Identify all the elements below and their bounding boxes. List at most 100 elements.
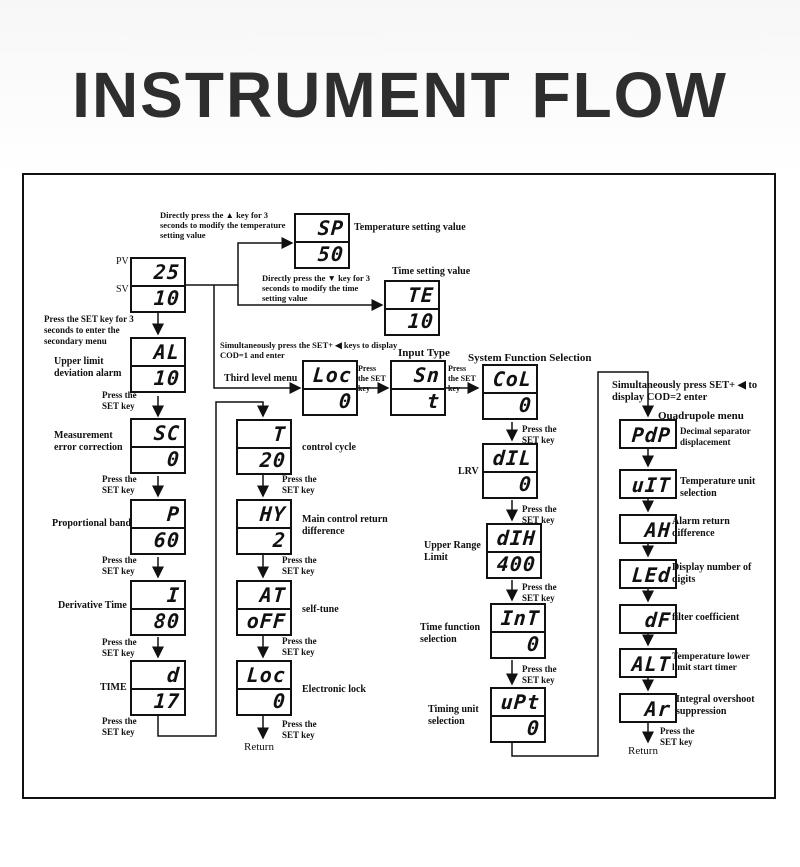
p-value: 60: [153, 528, 181, 552]
p-description: Proportional band: [52, 518, 131, 529]
i-description: Derivative Time: [58, 600, 127, 611]
dih-display: dIH 400: [486, 523, 542, 579]
df-code: dF: [644, 608, 672, 632]
te-value: 10: [407, 309, 435, 333]
dil-code: dIL: [492, 446, 533, 470]
sn-code: Sn: [413, 363, 441, 387]
sv-label: SV: [116, 284, 129, 295]
input-type-label: Input Type: [398, 347, 450, 359]
press-set-16: Press the SET key: [660, 726, 695, 747]
p-code: P: [166, 502, 181, 526]
main-display: 25 10: [130, 257, 186, 313]
secondary-menu-note: Press the SET key for 3 seconds to enter…: [44, 314, 134, 346]
hy-code: HY: [259, 502, 287, 526]
int-description: Time function selection: [420, 622, 481, 645]
ah-description: Alarm return difference: [672, 516, 730, 539]
sc-code: SC: [153, 421, 181, 445]
led-display: LEd: [619, 559, 677, 589]
t-value: 20: [259, 448, 287, 472]
sp-code: SP: [317, 216, 345, 240]
loc-lock-code: Loc: [246, 663, 287, 687]
al-value: 10: [153, 366, 181, 390]
press-set-11: Press the SET key: [448, 364, 476, 393]
i-value: 80: [153, 609, 181, 633]
led-code: LEd: [631, 563, 672, 587]
dih-value: 400: [496, 552, 537, 576]
d-display: d 17: [130, 660, 186, 716]
press-set-15: Press the SET key: [522, 664, 557, 685]
te-description: Time setting value: [392, 266, 471, 277]
int-value: 0: [526, 632, 541, 656]
col-display: CoL 0: [482, 364, 538, 420]
loc-lock-description: Electronic lock: [302, 684, 366, 695]
press-set-7: Press the SET key: [282, 555, 317, 576]
press-set-5: Press the SET key: [102, 716, 137, 737]
df-description: filter coefficient: [672, 612, 740, 623]
col-value: 0: [518, 393, 533, 417]
upt-description: Timing unit selection: [428, 704, 479, 727]
at-display: AT oFF: [236, 580, 292, 636]
pdp-code: PdP: [631, 423, 672, 447]
col-code: CoL: [492, 367, 533, 391]
press-set-9: Press the SET key: [282, 719, 317, 740]
system-function-label: System Function Selection: [468, 352, 592, 364]
press-set-14: Press the SET key: [522, 582, 557, 603]
ar-code: Ar: [644, 697, 672, 721]
uit-display: uIT: [619, 469, 677, 499]
alt-display: ALT: [619, 648, 677, 678]
quad-menu-label: Quadrupole menu: [658, 410, 744, 422]
at-value: oFF: [246, 609, 287, 633]
pdp-display: PdP: [619, 419, 677, 449]
dil-display: dIL 0: [482, 443, 538, 499]
ah-display: AH: [619, 514, 677, 544]
uit-description: Temperature unit selection: [680, 476, 756, 499]
quad-menu-note: Simultaneously press SET+ ◀ to display C…: [612, 380, 758, 403]
loc-lock-display: Loc 0: [236, 660, 292, 716]
pv-value: 25: [153, 260, 181, 284]
return-label-2: Return: [628, 745, 658, 757]
alt-description: Temperature lower limit start timer: [672, 652, 750, 673]
loc-display: Loc 0: [302, 360, 358, 416]
press-set-8: Press the SET key: [282, 636, 317, 657]
at-code: AT: [259, 583, 287, 607]
led-description: Display number of digits: [672, 562, 752, 585]
ar-description: Integral overshoot suppression: [676, 694, 755, 717]
te-display: TE 10: [384, 280, 440, 336]
sp-value: 50: [317, 242, 345, 266]
press-set-1: Press the SET key: [102, 390, 137, 411]
df-display: dF: [619, 604, 677, 634]
d-description: TIME: [100, 682, 127, 693]
int-display: InT 0: [490, 603, 546, 659]
dih-description: Upper Range Limit: [424, 540, 481, 563]
sp-display: SP 50: [294, 213, 350, 269]
sc-value: 0: [166, 447, 181, 471]
dih-code: dIH: [496, 526, 537, 550]
ar-display: Ar: [619, 693, 677, 723]
alt-code: ALT: [631, 652, 672, 676]
i-code: I: [166, 583, 181, 607]
dil-value: 0: [518, 472, 533, 496]
upt-display: uPt 0: [490, 687, 546, 743]
sp-description: Temperature setting value: [354, 222, 466, 233]
al-description: Upper limit deviation alarm: [54, 356, 122, 379]
sv-value: 10: [153, 286, 181, 310]
upt-value: 0: [526, 716, 541, 740]
uit-code: uIT: [631, 473, 672, 497]
return-label-1: Return: [244, 741, 274, 753]
d-value: 17: [153, 689, 181, 713]
down-key-note: Directly press the ▼ key for 3 seconds t…: [262, 273, 371, 303]
dil-description: LRV: [458, 466, 479, 477]
i-display: I 80: [130, 580, 186, 636]
loc-code: Loc: [312, 363, 353, 387]
press-set-2: Press the SET key: [102, 474, 137, 495]
p-display: P 60: [130, 499, 186, 555]
loc-lock-value: 0: [272, 689, 287, 713]
third-level-label: Third level menu: [224, 373, 298, 384]
pdp-description: Decimal separator displacement: [680, 426, 751, 447]
t-display: T 20: [236, 419, 292, 475]
al-display: AL 10: [130, 337, 186, 393]
at-description: self-tune: [302, 604, 339, 615]
press-set-12: Press the SET key: [522, 424, 557, 445]
te-code: TE: [407, 283, 435, 307]
